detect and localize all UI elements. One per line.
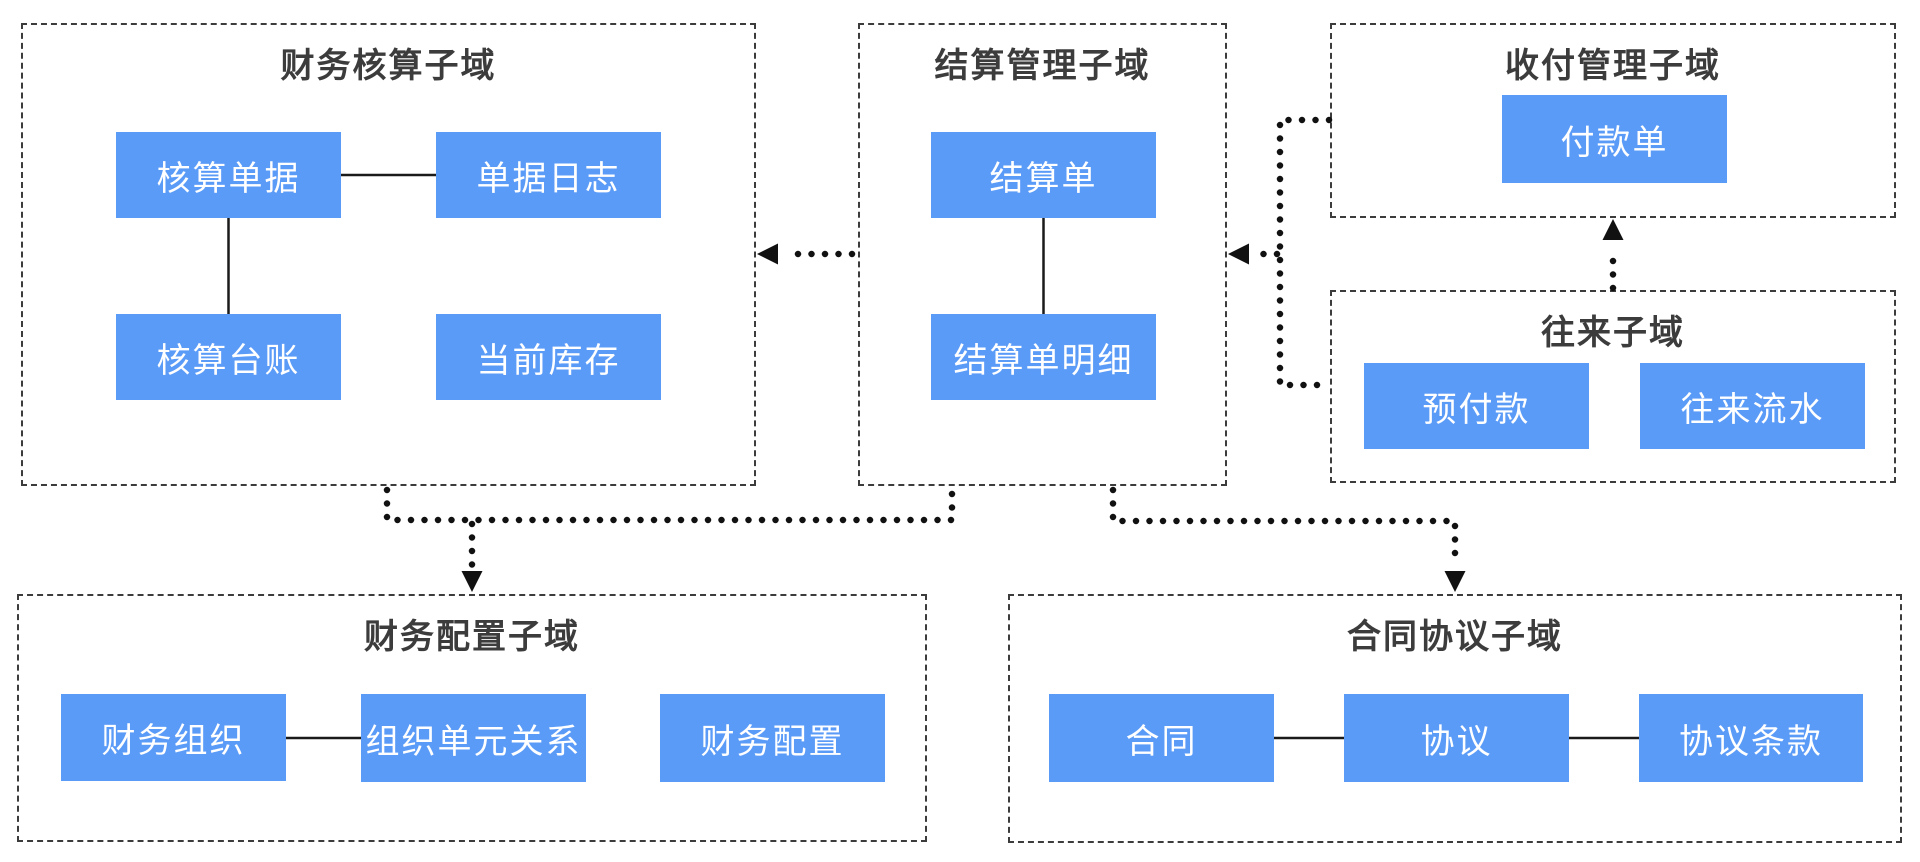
entity-transaction-flow: 往来流水: [1640, 363, 1865, 449]
subdomain-title: 收付管理子域: [1505, 47, 1721, 85]
entity-contract: 合同: [1049, 694, 1274, 782]
entity-agreement: 协议: [1344, 694, 1569, 782]
subdomain-title: 往来子域: [1541, 314, 1685, 352]
entity-payment-doc: 付款单: [1502, 95, 1727, 183]
entity-current-inventory: 当前库存: [436, 314, 661, 400]
entity-settlement-doc-detail: 结算单明细: [931, 314, 1156, 400]
subdomain-settlement-management: 结算管理子域: [858, 23, 1227, 486]
subdomain-title: 财务配置子域: [364, 618, 580, 656]
entity-org-unit-relation: 组织单元关系: [361, 694, 586, 782]
subdomain-finance-accounting: 财务核算子域: [21, 23, 756, 486]
subdomain-finance-configuration: 财务配置子域: [17, 594, 927, 842]
arrow-settlement-to-finance-accounting: [757, 243, 856, 265]
arrow-payment-and-transactions-to-settlement: [1228, 116, 1333, 389]
entity-settlement-doc: 结算单: [931, 132, 1156, 218]
arrow-transactions-to-payment-management: [1602, 219, 1624, 292]
subdomain-title: 合同协议子域: [1347, 618, 1563, 656]
entity-agreement-terms: 协议条款: [1639, 694, 1863, 782]
subdomain-contract-agreement: 合同协议子域: [1008, 594, 1902, 843]
subdomain-title: 财务核算子域: [280, 47, 497, 85]
entity-document-log: 单据日志: [436, 132, 661, 218]
arrow-accounting-and-settlement-to-finance-configuration: [383, 486, 956, 592]
subdomain-title: 结算管理子域: [934, 47, 1151, 85]
arrow-settlement-to-contract-agreement: [1109, 486, 1466, 592]
entity-finance-org: 财务组织: [61, 694, 286, 781]
entity-accounting-document: 核算单据: [116, 132, 341, 218]
entity-finance-config: 财务配置: [660, 694, 885, 782]
entity-accounting-ledger: 核算台账: [116, 314, 341, 400]
entity-prepayment: 预付款: [1364, 363, 1589, 449]
